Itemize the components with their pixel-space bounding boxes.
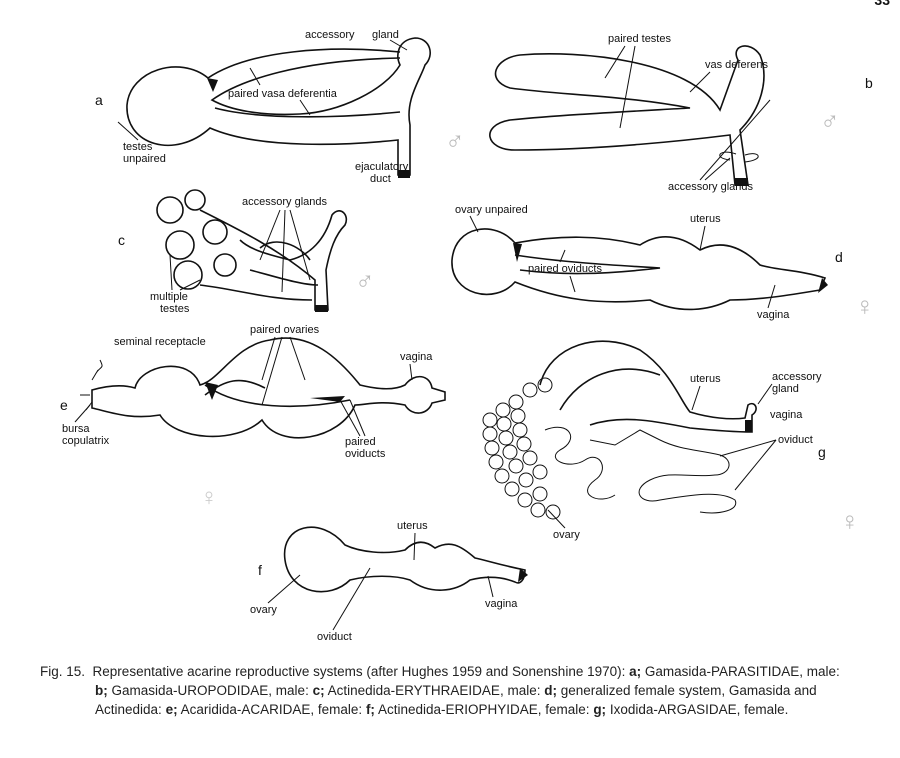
caption-key-a: a; (629, 664, 642, 679)
label-vagina: vagina (757, 309, 790, 321)
panel-f: f uterus ovary oviduct vagina (250, 520, 528, 643)
label-paired-ovaries: paired ovaries (250, 324, 320, 336)
panel-letter-d: d (835, 249, 843, 265)
label-oviducts: oviducts (345, 448, 386, 460)
label-uterus: uterus (690, 213, 721, 225)
panel-g: g uterus accessory gland vagina oviduct … (482, 340, 860, 541)
male-symbol-icon: ♂ (820, 106, 840, 136)
caption-intro: Representative acarine reproductive syst… (92, 664, 626, 679)
label-oviduct: oviduct (778, 434, 813, 446)
panel-letter-b: b (865, 75, 873, 91)
caption-key-g: g; (593, 702, 607, 717)
label-testes: testes (123, 141, 153, 153)
label-ovary: ovary (553, 529, 580, 541)
female-symbol-icon: ♀ (200, 484, 218, 511)
reproductive-systems-figure: a accessory gland paired vasa deferentia… (60, 29, 875, 643)
label-accessory: accessory (772, 371, 822, 383)
caption-item-a: Gamasida-PARASITIDAE, male: (644, 664, 840, 679)
panel-d: d ovary unpaired uterus paired oviducts … (451, 204, 875, 321)
panel-letter-a: a (95, 92, 103, 108)
label-vagina: vagina (485, 598, 518, 610)
caption-item-f: Actinedida-ERIOPHYIDAE, female: (377, 702, 590, 717)
caption-item-d: generalized female system, Gamasida and … (95, 683, 817, 717)
label-vagina: vagina (770, 409, 803, 421)
male-symbol-icon: ♂ (355, 266, 375, 296)
female-symbol-icon: ♀ (840, 506, 860, 536)
panel-a: a accessory gland paired vasa deferentia… (95, 29, 465, 185)
label-unpaired: unpaired (123, 153, 166, 165)
label-vagina: vagina (400, 351, 433, 363)
panel-letter-e: e (60, 397, 68, 413)
caption-key-e: e; (165, 702, 178, 717)
caption-figure-number: Fig. 15. (40, 664, 86, 679)
label-paired: paired (345, 436, 376, 448)
label-copulatrix: copulatrix (62, 435, 110, 447)
label-ejaculatory: ejaculatory (355, 161, 409, 173)
label-oviduct: oviduct (317, 631, 352, 643)
label-bursa: bursa (62, 423, 90, 435)
label-uterus: uterus (397, 520, 428, 532)
label-paired-oviducts: paired oviducts (528, 263, 602, 275)
label-gland: gland (372, 29, 399, 41)
label-testes: testes (160, 303, 190, 315)
label-vas-deferens: vas deferens (705, 59, 768, 71)
ovary-cluster (482, 377, 561, 520)
figure-caption: Fig. 15. Representative acarine reproduc… (40, 662, 880, 719)
panel-letter-g: g (818, 444, 826, 460)
label-accessory: accessory (305, 29, 355, 41)
label-accessory-glands: accessory glands (242, 196, 327, 208)
label-seminal-receptacle: seminal receptacle (114, 336, 206, 348)
label-uterus: uterus (690, 373, 721, 385)
caption-item-g: Ixodida-ARGASIDAE, female. (609, 702, 789, 717)
caption-key-c: c; (312, 683, 325, 698)
caption-item-b: Gamasida-UROPODIDAE, male: (111, 683, 309, 698)
panel-b: b paired testes vas deferens accessory g… (489, 33, 873, 193)
caption-item-e: Acaridida-ACARIDAE, female: (180, 702, 363, 717)
label-ovary: ovary (250, 604, 277, 616)
male-symbol-icon: ♂ (445, 126, 465, 156)
label-duct: duct (370, 173, 391, 185)
label-paired-vasa-deferentia: paired vasa deferentia (228, 88, 338, 100)
label-gland: gland (772, 383, 799, 395)
label-multiple: multiple (150, 291, 188, 303)
panel-a-outline (126, 37, 431, 176)
label-paired-testes: paired testes (608, 33, 671, 45)
panel-letter-f: f (258, 562, 262, 578)
caption-key-b: b; (95, 683, 108, 698)
label-ovary-unpaired: ovary unpaired (455, 204, 528, 216)
caption-item-c: Actinedida-ERYTHRAEIDAE, male: (327, 683, 541, 698)
caption-key-f: f; (365, 702, 375, 717)
panel-letter-c: c (118, 232, 125, 248)
panel-c: c accessory glands multiple testes ♂ (118, 189, 375, 315)
caption-key-d: d; (544, 683, 557, 698)
label-accessory-glands: accessory glands (668, 181, 753, 193)
panel-e: e seminal receptacle paired ovaries vagi… (60, 324, 446, 511)
female-symbol-icon: ♀ (855, 291, 875, 321)
page-number: 33 (874, 0, 890, 8)
